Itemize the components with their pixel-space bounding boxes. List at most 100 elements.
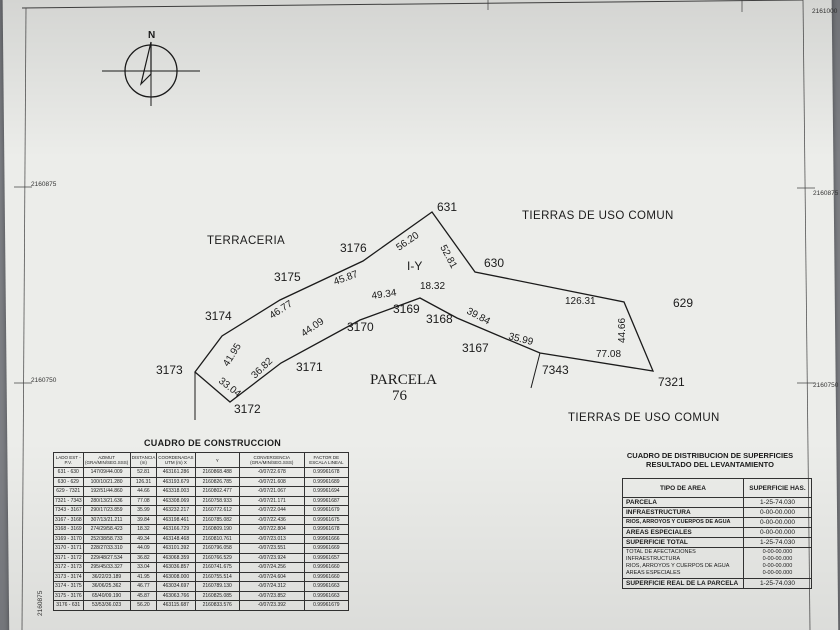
sheet-border-left [21,7,27,630]
vertex-631: 631 [437,200,457,214]
distribution-table-title: CUADRO DE DISTRIBUCION DE SUPERFICIES RE… [610,451,810,469]
table-cell: 45.87 [129,590,158,601]
zone-iy-label: I-Y [407,259,422,273]
distance-label: 44.09 [299,316,326,340]
grid-label-mid-left: 2160875 [31,181,57,188]
table-cell: 52.81 [129,467,158,478]
table-cell: 126.31 [129,476,158,487]
distance-label: 45.87 [332,269,360,288]
table-cell: 463036.857 [156,562,196,573]
table-cell: 463193.679 [156,476,196,487]
table-cell: 280/13/21.636 [82,495,131,506]
column-header: Y [194,452,240,468]
table-cell: 463308.069 [156,495,196,506]
table-cell: 0.99961675 [303,514,350,525]
table-cell: 463166.729 [156,524,196,535]
grid-label-low-right: 2160750 [813,382,839,389]
table-cell: 0.99961687 [303,495,350,506]
vertex-7343: 7343 [542,363,569,377]
vertex-3169: 3169 [393,302,420,316]
column-header: SUPERFICIE HAS. [742,478,813,498]
vertex-7321: 7321 [658,375,685,389]
table-cell: 0.99961678 [303,467,350,478]
table-cell: 274/29/58.423 [82,524,131,535]
table-cell: 0.99961694 [303,486,350,497]
table-cell: 463008.000 [156,571,196,582]
table-cell: -0/07/23.924 [238,552,305,563]
distance-label: 49.34 [371,288,398,302]
north-arrow: N [102,30,200,106]
north-label: N [148,30,155,41]
table-cell: 35.99 [129,505,158,516]
table-cell: -0/07/24.604 [238,571,305,582]
table-cell: 147/09/44.009 [82,467,131,478]
table-cell: 463115.687 [156,600,196,611]
table-cell: 0.99961666 [303,533,350,544]
table-cell: 2160810.761 [194,533,240,544]
table-cell: 2160755.514 [194,571,240,582]
column-header: FACTOR DE ESCALA LINEAL [303,452,350,468]
table-cell: -0/07/23.852 [238,590,305,601]
table-cell: 463198.461 [156,514,196,525]
table-cell: 295/45/33.327 [82,562,131,573]
region-terraceria: TERRACERIA [207,235,285,247]
table-cell: 7343 - 3167 [53,505,84,516]
grid-label-low-left: 2160750 [31,377,57,384]
table-cell: 3169 - 3170 [53,533,84,544]
distance-label: 44.66 [617,318,628,343]
distance-label: 56.20 [394,230,421,254]
parcel-number: 76 [392,388,408,404]
table-cell: 2160826.785 [194,476,240,487]
table-cell: 44.09 [129,543,158,554]
table-cell: 229/48/27.534 [82,552,131,563]
table-cell: -0/07/22.678 [238,467,305,478]
table-cell: 46.77 [129,581,158,592]
table-cell: 41.95 [129,571,158,582]
sheet-border-top [21,0,804,9]
table-cell: 3168 - 3169 [53,524,84,535]
table-cell: 463161.286 [156,467,196,478]
table-cell: -0/07/21.067 [238,486,305,497]
column-header: DISTANCIA (m) [129,452,158,468]
distance-label: 33.04 [216,376,243,400]
table-cell: 36.82 [129,552,158,563]
vertex-3175: 3175 [274,270,301,284]
vertex-3170: 3170 [347,320,374,334]
table-cell: 3172 - 3173 [53,562,84,573]
table-cell: 463318.003 [156,486,196,497]
table-cell: -0/07/21.171 [238,495,305,506]
table-cell: 2160802.477 [194,486,240,497]
table-cell: 65/40/09.190 [82,590,131,601]
distance-label: 126.31 [565,296,596,307]
table-cell: 53/53/36.023 [82,600,131,611]
vertex-3171: 3171 [296,360,323,374]
table-cell: 33.04 [129,562,158,573]
table-cell: 2160772.612 [194,505,240,516]
table-cell: 0.99961669 [303,543,350,554]
distance-label: 52.81 [437,243,459,271]
distance-label: 41.95 [221,341,244,368]
table-cell: 2160825.085 [194,590,240,601]
grid-label-bottom-left: 2160875 [37,590,44,616]
region-uso-comun-top: TIERRAS DE USO COMUN [522,210,674,222]
table-cell: -0/07/24.256 [238,562,305,573]
parcel-boundary [194,211,655,403]
table-cell: 77.08 [129,495,158,506]
table-cell: 252/38/58.733 [82,533,131,544]
table-cell: 463068.359 [156,552,196,563]
